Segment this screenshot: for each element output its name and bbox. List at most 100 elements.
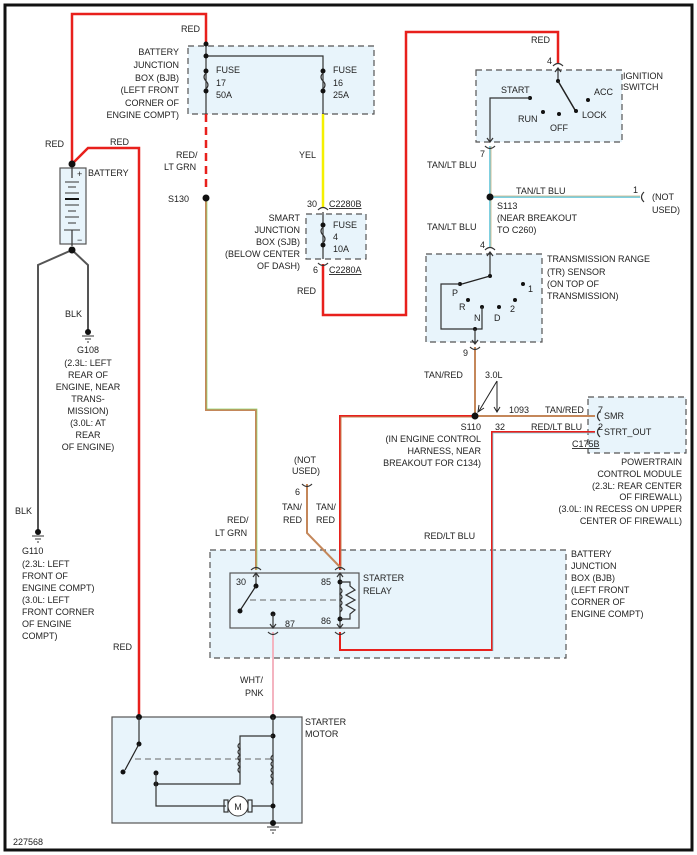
variant-3-0l-arrows	[477, 380, 501, 414]
svg-text:G110: G110	[22, 546, 43, 556]
pcm-pin-2: 2	[598, 422, 603, 432]
connector-c175b: C175B	[572, 439, 600, 449]
svg-text:BOX (SJB): BOX (SJB)	[256, 237, 300, 247]
splice-s110	[471, 412, 479, 420]
pcm-pin-smr: SMR	[604, 411, 625, 421]
pcm-pin-strt-out: STRT_OUT	[604, 427, 652, 437]
wire-blk-g108	[71, 249, 89, 330]
svg-text:JUNCTION: JUNCTION	[134, 60, 180, 70]
svg-text:FUSE: FUSE	[333, 65, 357, 75]
svg-text:TO C260): TO C260)	[497, 225, 536, 235]
motor-icon	[227, 795, 249, 817]
tr-sensor-arm	[461, 275, 491, 285]
svg-text:(LEFT FRONT: (LEFT FRONT	[121, 85, 180, 95]
wire-label-tan-red-pcm: TAN/RED	[545, 405, 584, 415]
svg-text:BREAKOUT FOR C134): BREAKOUT FOR C134)	[383, 458, 481, 468]
pull-in-coil-icon	[270, 754, 274, 786]
svg-text:CORNER OF: CORNER OF	[125, 98, 180, 108]
relay-pin-6: 6	[295, 487, 300, 497]
fuse-16-icon	[320, 72, 326, 90]
starter-motor-internals	[120, 714, 276, 826]
svg-text:(3.0L: AT: (3.0L: AT	[70, 418, 106, 428]
ground-g110-icon	[32, 529, 44, 543]
wire-label-tan-red-relay-1: TAN/	[316, 502, 336, 512]
ignition-not-used-1: (NOT	[652, 192, 674, 202]
connector-c2280b: C2280B	[329, 199, 362, 209]
battery-body	[59, 167, 87, 245]
wire-label-tan-red-relay-2: RED	[316, 515, 336, 525]
svg-text:(LEFT FRONT: (LEFT FRONT	[571, 585, 630, 595]
svg-text:ENGINE COMPT): ENGINE COMPT)	[106, 110, 179, 120]
relay-not-used-connector	[301, 483, 313, 488]
svg-text:ENGINE COMPT): ENGINE COMPT)	[22, 583, 95, 593]
relay-resistor-icon	[340, 581, 357, 620]
ignition-switch-box	[475, 69, 623, 143]
ign-pos-run: RUN	[518, 114, 538, 124]
wire-red-lt-blu-pcm-to-relay	[339, 431, 595, 651]
bjb-top-box	[187, 45, 375, 115]
svg-text:OF ENGINE: OF ENGINE	[22, 619, 72, 629]
starter-motor-box	[111, 716, 303, 824]
battery-negative-icon: −	[77, 235, 82, 245]
wire-label-wht-pnk-1: WHT/	[240, 675, 263, 685]
fuse-17-icon	[203, 72, 209, 90]
bjb-bottom-label: BATTERY JUNCTION BOX (BJB) (LEFT FRONT C…	[571, 549, 644, 619]
wire-label-tan-red-ns-1: TAN/	[282, 502, 302, 512]
splice-label-s110: S110 (IN ENGINE CONTROL HARNESS, NEAR BR…	[383, 422, 481, 468]
relay-label-1: STARTER	[363, 573, 405, 583]
ignition-label-2: SWITCH	[623, 82, 659, 92]
ign-pos-start: START	[501, 85, 530, 95]
wire-label-blk-g108: BLK	[65, 309, 82, 319]
fuse-16-label: FUSE 16 25A	[333, 65, 357, 100]
ign-pos-off: OFF	[550, 123, 568, 133]
wire-label-red-lt-grn-2: LT GRN	[164, 162, 196, 172]
wire-label-blk-g110: BLK	[15, 506, 32, 516]
wire-red-battery-to-bjb	[70, 12, 208, 164]
battery-positive-icon: +	[77, 169, 82, 179]
wire-label-tan-red-ns-2: RED	[283, 515, 303, 525]
ground-g108-label: G108 (2.3L: LEFT REAR OF ENGINE, NEAR TR…	[56, 345, 121, 452]
wire-label-red-starter: RED	[113, 642, 133, 652]
hold-in-coil-icon	[237, 742, 241, 774]
starter-motor-label-2: MOTOR	[305, 729, 339, 739]
fuse-4-label: FUSE 4 10A	[333, 220, 357, 254]
wire-label-red-lt-grn-relay-1: RED/	[227, 515, 249, 525]
sjb-pin-6: 6	[313, 265, 318, 275]
tr-pos-r: R	[459, 302, 466, 312]
battery-label: BATTERY	[88, 168, 129, 178]
svg-text:ENGINE COMPT): ENGINE COMPT)	[571, 609, 644, 619]
svg-text:COMPT): COMPT)	[22, 631, 58, 641]
wire-label-tan-lt-blu-b: TAN/LT BLU	[516, 186, 566, 196]
splice-label-s113: S113 (NEAR BREAKOUT TO C260)	[497, 201, 578, 235]
svg-text:FRONT OF: FRONT OF	[22, 571, 68, 581]
ign-pos-lock: LOCK	[582, 110, 607, 120]
svg-text:TRANSMISSION): TRANSMISSION)	[547, 291, 619, 301]
wire-label-yel: YEL	[299, 150, 316, 160]
ignition-not-used-connector	[640, 191, 645, 203]
circuit-label-32: 32	[495, 422, 505, 432]
bjb-top-label: BATTERY JUNCTION BOX (BJB) (LEFT FRONT C…	[106, 47, 179, 120]
ignition-pin-4: 4	[547, 56, 552, 66]
fuse-4-icon	[320, 226, 326, 244]
relay-pin-86: 86	[321, 616, 331, 626]
svg-text:(TR) SENSOR: (TR) SENSOR	[547, 267, 606, 277]
pcm-pin-7: 7	[598, 405, 603, 415]
svg-text:POWERTRAIN: POWERTRAIN	[621, 457, 682, 467]
svg-text:S113: S113	[497, 201, 517, 211]
svg-text:FUSE: FUSE	[333, 220, 357, 230]
wire-label-red-batt-left: RED	[45, 139, 65, 149]
ignition-switch-internals	[484, 62, 590, 150]
svg-text:S110: S110	[461, 422, 481, 432]
diagram-id: 227568	[13, 837, 43, 847]
connector-c2280a: C2280A	[329, 265, 362, 275]
sjb-pin-30: 30	[307, 199, 317, 209]
svg-text:TRANSMISSION RANGE: TRANSMISSION RANGE	[547, 254, 650, 264]
svg-text:OF ENGINE): OF ENGINE)	[62, 442, 115, 452]
svg-text:(3.0L: IN RECESS ON UPPER: (3.0L: IN RECESS ON UPPER	[558, 504, 682, 514]
wire-label-wht-pnk-2: PNK	[245, 688, 264, 698]
relay-coil-icon	[339, 587, 343, 613]
svg-text:JUNCTION: JUNCTION	[255, 225, 301, 235]
relay-pin-87: 87	[285, 619, 295, 629]
ignition-switch-arm	[557, 80, 576, 111]
fuse-17-label: FUSE 17 50A	[216, 65, 240, 100]
